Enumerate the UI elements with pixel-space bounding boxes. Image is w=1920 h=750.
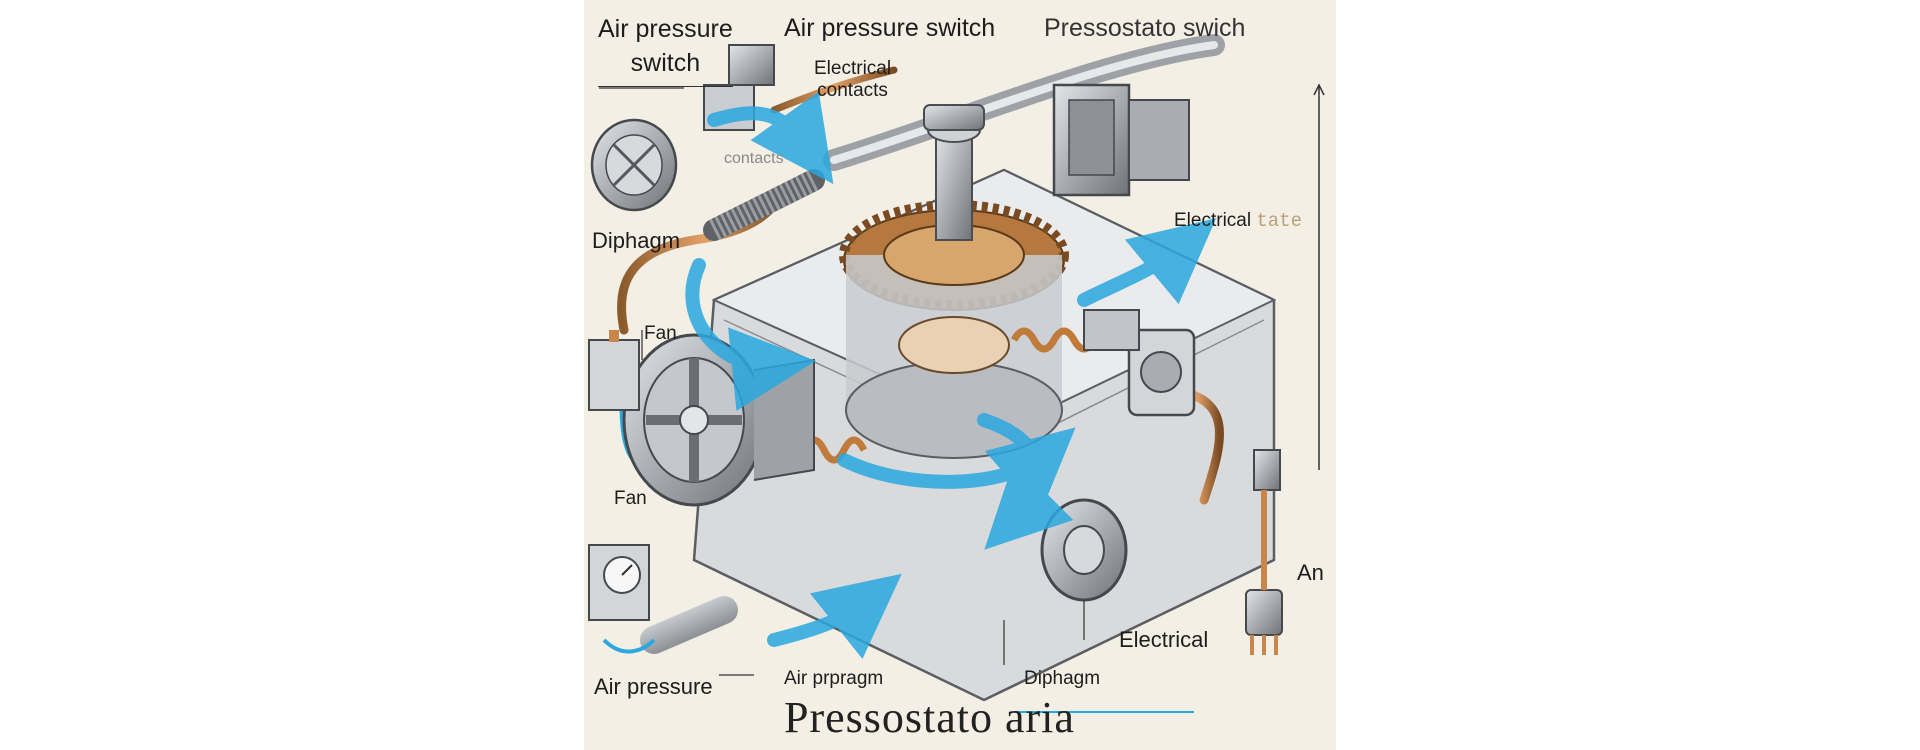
label-electrical-tate: Electrical <box>1174 210 1252 231</box>
label-electrical-contacts: Electrical contacts <box>814 58 892 101</box>
connector-plug-icon <box>1245 449 1283 655</box>
side-bracket <box>1083 309 1196 417</box>
label-an: An <box>1297 560 1324 585</box>
label-electrical-bottom: Electrical <box>1119 627 1209 652</box>
connector-plug-icon <box>588 330 640 411</box>
label-contacts: contacts <box>724 150 784 167</box>
diagram-illustration <box>588 34 1325 713</box>
label-air-prpragm: Air prpragm <box>784 668 884 689</box>
label-tate-fragment: tate <box>1256 210 1302 232</box>
label-fan-upper: Fan <box>644 323 677 344</box>
page-title: Pressostato aria <box>784 693 1075 742</box>
fan-icon <box>590 118 678 212</box>
label-air-pressure-switch-top: Air pressure switch <box>784 14 996 42</box>
leader-lines <box>599 87 1194 713</box>
airflow-arrow-icon <box>685 91 1217 660</box>
air-tube <box>823 34 1225 171</box>
roller-wheel <box>1040 498 1128 602</box>
label-pressostato-swich: Pressostato swich <box>1044 14 1246 42</box>
gear-icon <box>839 104 1069 459</box>
fan-icon <box>1052 83 1190 197</box>
label-diphagm-bottom: Diphagm <box>1024 668 1101 689</box>
label-fan-lower: Fan <box>614 488 647 509</box>
label-air-pressure-bottom: Air pressure <box>594 674 713 699</box>
corrugated-hose <box>703 169 825 241</box>
dimension-line <box>1313 83 1325 470</box>
label-air-pressure-switch-left: Air pressure switch <box>598 12 733 87</box>
diagram-canvas: Air pressure switch Air pressure switch … <box>584 0 1336 750</box>
gauge-icon <box>588 544 738 654</box>
label-diphagm-left: Diphagm <box>592 228 681 253</box>
